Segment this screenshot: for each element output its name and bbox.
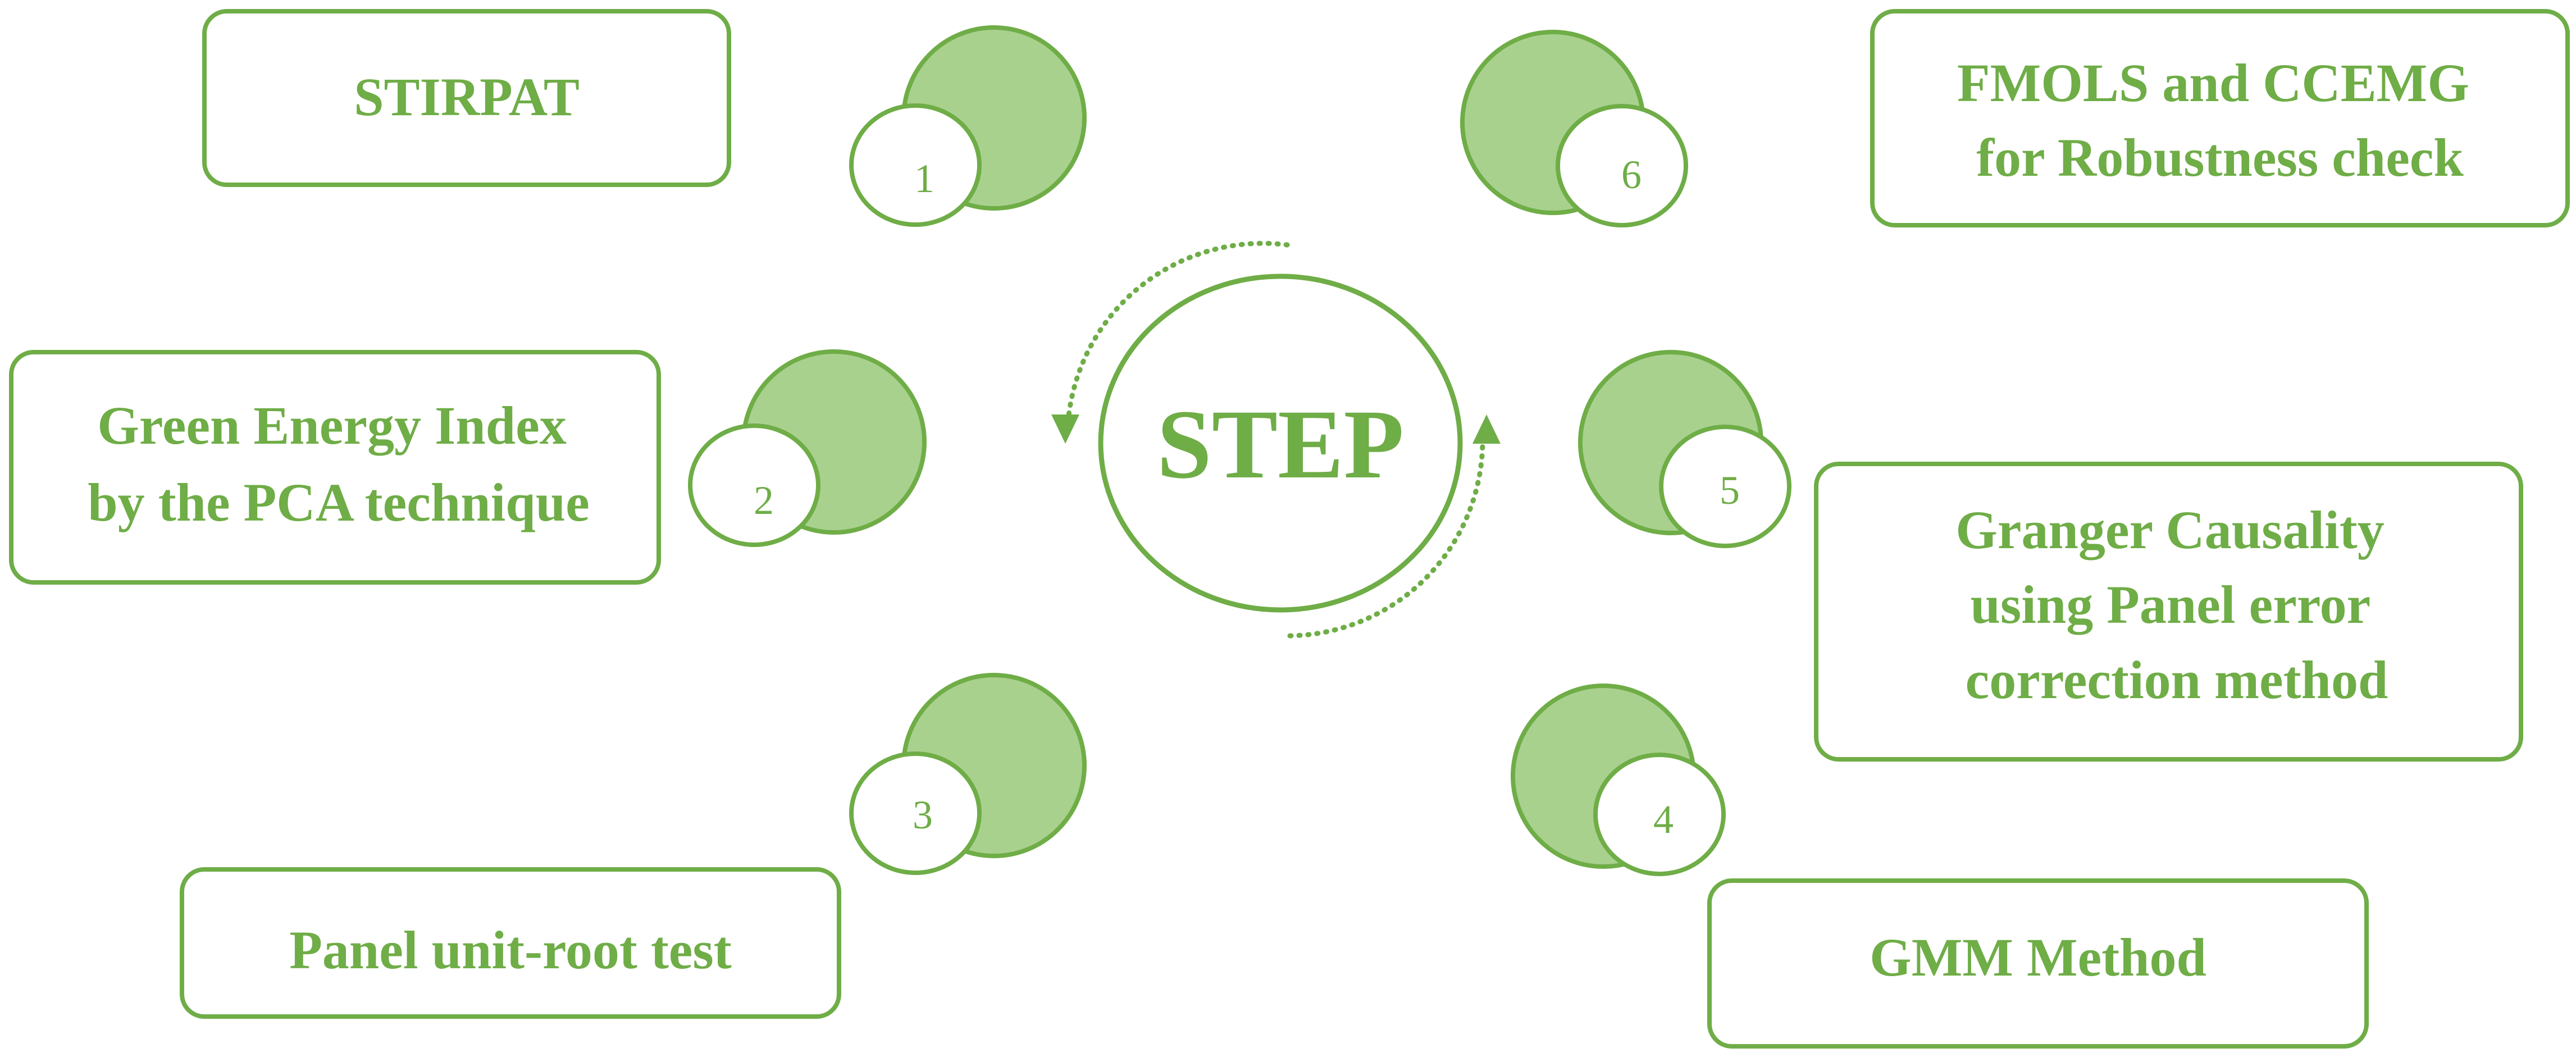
- step-2-box: [9, 350, 661, 585]
- step-5-number: 5: [1720, 468, 1740, 513]
- step-6-label: FMOLS and CCEMG for Robustness check: [1957, 53, 2483, 188]
- step-2: Green Energy Index by the PCA technique …: [9, 349, 927, 585]
- step-2-label: Green Energy Index by the PCA technique: [88, 395, 589, 532]
- step-4-bubble-small: [1593, 753, 1726, 876]
- orbit-left-arc: [1065, 240, 1290, 424]
- orbit-right-arc: [1287, 441, 1485, 639]
- step-1-label: STIRPAT: [354, 67, 580, 127]
- step-6-bubble-small: [1556, 104, 1688, 227]
- step-3: Panel unit-root test 3: [180, 673, 1087, 1019]
- step-3-number: 3: [913, 792, 933, 837]
- step-4-number: 4: [1653, 797, 1674, 842]
- step-6-number: 6: [1621, 152, 1642, 197]
- center-label: STEP: [1157, 390, 1404, 499]
- step-3-label: Panel unit-root test: [289, 920, 731, 980]
- orbit-arrow-up-icon: [1472, 414, 1501, 444]
- center-hub: STEP: [1051, 240, 1501, 639]
- step-2-number: 2: [754, 478, 774, 523]
- step-5-bubble-small: [1659, 425, 1791, 548]
- step-6: FMOLS and CCEMG for Robustness check 6: [1460, 9, 2570, 227]
- step-4-box: [1707, 878, 2369, 1049]
- step-4-label: GMM Method: [1870, 927, 2206, 987]
- center-ring: [1098, 274, 1463, 613]
- step-1-box: [202, 9, 731, 187]
- step-1: STIRPAT 1: [202, 9, 1087, 227]
- orbit-arrow-down-icon: [1051, 414, 1079, 444]
- step-3-box: [180, 867, 841, 1019]
- step-2-bubble-small: [688, 423, 820, 547]
- step-6-box: [1870, 9, 2570, 227]
- step-4: GMM Method 4: [1511, 684, 2369, 1049]
- step-5-label: Granger Causality using Panel error corr…: [1955, 500, 2398, 710]
- step-5-box: [1814, 462, 2523, 762]
- step-5: Granger Causality using Panel error corr…: [1578, 350, 2523, 762]
- step-1-number: 1: [914, 156, 934, 201]
- step-3-bubble-small: [849, 751, 982, 875]
- step-1-bubble-small: [849, 103, 982, 227]
